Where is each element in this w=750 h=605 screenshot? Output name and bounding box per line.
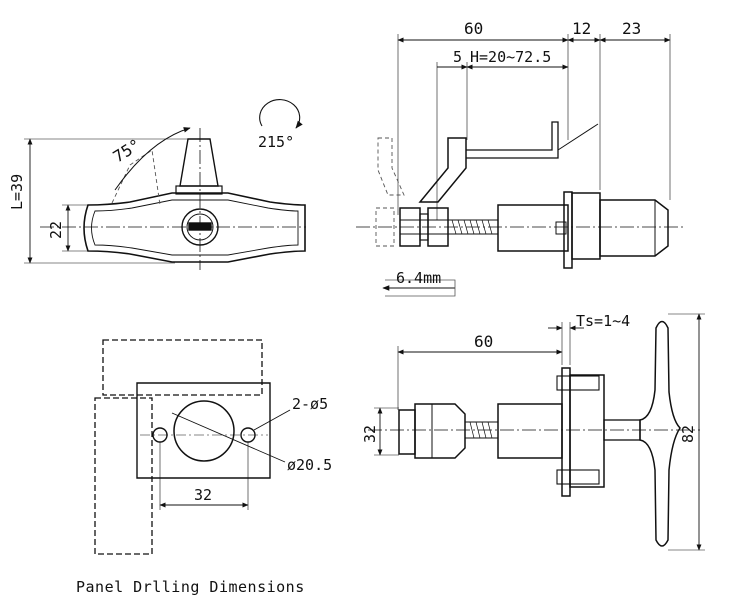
dim-holes-label: 2-ø5 — [292, 395, 328, 413]
handle-stem — [179, 138, 219, 187]
dim-ts-label: Ts=1~4 — [576, 312, 630, 330]
angle-75-label: 75° — [110, 135, 145, 166]
dim-12-label: 12 — [572, 19, 591, 38]
dim-64-arrow-box — [385, 279, 456, 297]
dim-spacing-label: 32 — [194, 486, 212, 504]
dim-bore-label: ø20.5 — [287, 456, 332, 474]
leader-2-5 — [253, 409, 291, 431]
dim-l39-label: L=39 — [8, 174, 26, 210]
dim-5-label: 5 — [453, 48, 462, 66]
side-view-bottom — [368, 313, 705, 551]
dim-82-label: 82 — [679, 425, 697, 443]
rotation-arc-75 — [114, 127, 191, 191]
stem-collar — [175, 185, 223, 195]
bore-hole — [173, 400, 235, 462]
thread-hatch-b — [469, 421, 493, 439]
dim-23-label: 23 — [622, 19, 641, 38]
washer — [419, 213, 429, 241]
nut-body — [414, 403, 466, 459]
dim-22-label: 22 — [47, 221, 65, 239]
screw-top — [556, 375, 600, 391]
drilling-plate — [136, 382, 271, 479]
key-plug-inner — [186, 213, 214, 241]
nut-ghost — [375, 207, 395, 247]
screw-bottom — [556, 469, 600, 485]
rotation-arc-215 — [259, 99, 303, 129]
key-plug-outer — [181, 208, 219, 246]
cam-arm-diag — [557, 123, 599, 151]
cam-bracket — [418, 137, 467, 203]
side-view-top — [356, 34, 684, 297]
drilling-view — [94, 339, 291, 555]
dashed-panel-left — [94, 397, 153, 555]
panel-plate-b — [561, 367, 571, 497]
handle-b — [639, 320, 681, 547]
dim-32-bottom-label: 32 — [361, 425, 379, 443]
dashed-panel-top — [102, 339, 263, 396]
leader-bore — [171, 412, 286, 463]
nut-front — [398, 409, 416, 455]
thread-hatch — [451, 219, 493, 235]
flange — [571, 192, 601, 260]
cam-ghost — [377, 137, 405, 196]
dim-60-top-label: 60 — [464, 19, 483, 38]
lock-body — [497, 204, 569, 252]
flange-slot — [555, 221, 567, 235]
rotated-handle-ghost — [111, 149, 161, 206]
front-view — [24, 99, 306, 270]
dim-64-label: 6.4mm — [396, 269, 441, 287]
lock-body-b — [497, 403, 563, 459]
handle-end — [599, 199, 669, 257]
angle-215-label: 215° — [258, 133, 294, 151]
cam-arm — [466, 121, 559, 159]
key-slot — [188, 222, 212, 231]
caption-panel-drilling: Panel Drlling Dimensions — [76, 578, 305, 596]
dim-60-bottom-label: 60 — [474, 332, 493, 351]
handle-wings-inner — [91, 199, 299, 256]
dim-h-label: H=20~72.5 — [470, 48, 551, 66]
